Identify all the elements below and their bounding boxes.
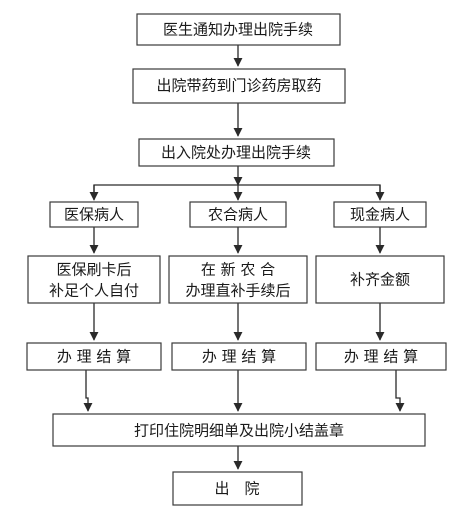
node-admission-office: 出入院处办理出院手续 — [138, 138, 335, 167]
node-rural-step-line-1: 在 新 农 合 — [201, 261, 275, 279]
node-settle-left: 办 理 结 算 — [26, 342, 162, 371]
node-rural-patient: 农合病人 — [189, 201, 287, 228]
node-discharge-label: 出 院 — [214, 480, 259, 498]
node-medicine: 出院带药到门诊药房取药 — [132, 68, 346, 104]
node-settle-right: 办 理 结 算 — [315, 342, 447, 371]
node-settle-left-label: 办 理 结 算 — [57, 348, 131, 366]
arrow-settle-left-to-print — [83, 370, 93, 412]
node-cash-patient: 现金病人 — [333, 201, 427, 228]
node-insurance-patient-label: 医保病人 — [64, 206, 124, 224]
node-admission-office-label: 出入院处办理出院手续 — [161, 144, 311, 162]
arrow-settle-right-to-print — [395, 370, 405, 412]
node-insurance-step-line-2: 补足个人自付 — [49, 282, 139, 300]
node-print-label: 打印住院明细单及出院小结盖章 — [134, 422, 344, 440]
node-insurance-step-line-1: 医保刷卡后 — [56, 261, 131, 279]
node-notify: 医生通知办理出院手续 — [136, 13, 341, 46]
node-print: 打印住院明细单及出院小结盖章 — [52, 413, 426, 447]
node-rural-step-line-2: 办理直补手续后 — [185, 282, 290, 300]
node-cash-step-label: 补齐金额 — [350, 271, 410, 289]
flow-connectors — [83, 45, 405, 470]
node-insurance-step: 医保刷卡后 补足个人自付 — [27, 255, 161, 304]
node-rural-patient-label: 农合病人 — [208, 206, 268, 224]
node-settle-mid: 办 理 结 算 — [171, 342, 307, 371]
node-cash-patient-label: 现金病人 — [350, 206, 410, 224]
node-insurance-patient: 医保病人 — [49, 201, 139, 228]
node-medicine-label: 出院带药到门诊药房取药 — [156, 77, 321, 95]
node-settle-mid-label: 办 理 结 算 — [202, 348, 276, 366]
node-rural-step: 在 新 农 合 办理直补手续后 — [168, 255, 308, 304]
node-settle-right-label: 办 理 结 算 — [344, 348, 418, 366]
branch-line — [93, 184, 381, 199]
node-cash-step: 补齐金额 — [315, 255, 445, 304]
node-notify-label: 医生通知办理出院手续 — [163, 21, 313, 39]
node-discharge: 出 院 — [172, 471, 303, 506]
